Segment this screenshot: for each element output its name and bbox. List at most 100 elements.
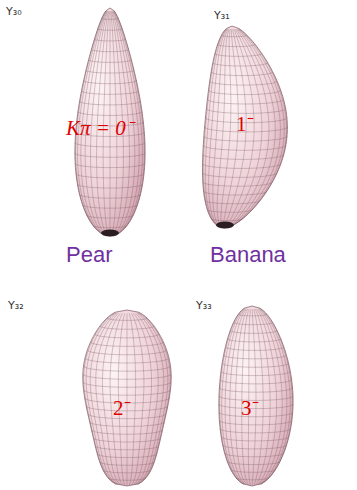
mesh-line <box>205 29 227 226</box>
mesh-line <box>131 313 144 485</box>
mesh-line <box>91 49 128 51</box>
mesh-line <box>220 380 292 384</box>
mesh-line <box>255 309 270 485</box>
mesh-line <box>232 29 286 226</box>
mesh-line <box>90 422 165 426</box>
y32-shape <box>83 310 171 486</box>
mesh-line <box>205 200 260 203</box>
mesh-line <box>204 191 267 195</box>
mesh-line <box>232 29 284 226</box>
mesh-line <box>91 342 164 346</box>
harmonic-label: Y₃₀ <box>6 6 22 17</box>
shape-surface <box>202 26 287 228</box>
k-pi-label: 2⁻ <box>113 398 131 419</box>
mesh-line <box>254 309 264 485</box>
mesh-line <box>203 155 284 160</box>
mesh-line <box>98 29 122 30</box>
mesh-line <box>259 309 287 485</box>
mesh-line <box>248 309 250 485</box>
mesh-line <box>236 478 269 480</box>
mesh-line <box>92 430 163 434</box>
y33-shape <box>219 306 293 486</box>
mesh-line <box>225 347 283 350</box>
mesh-line <box>102 18 118 20</box>
mesh-line <box>203 164 281 169</box>
shape-name: Pear <box>66 244 112 266</box>
mesh-line <box>89 60 132 63</box>
mesh-line <box>207 210 252 213</box>
pole-mark <box>216 222 234 229</box>
banana-shape <box>202 26 287 229</box>
mesh-line <box>86 70 134 73</box>
mesh-line <box>83 374 171 379</box>
k-pi-label: Kπ = 0⁻ <box>66 118 133 139</box>
mesh-line <box>94 39 125 41</box>
mesh-line <box>87 215 133 218</box>
mesh-line <box>211 72 273 76</box>
mesh-line <box>138 312 170 484</box>
mesh-line <box>257 309 277 485</box>
harmonic-label: Y₃₃ <box>196 300 212 311</box>
mesh-line <box>210 81 277 85</box>
mesh-line <box>78 112 142 116</box>
mesh-line <box>230 331 277 334</box>
mesh-line <box>235 309 247 485</box>
mesh-line <box>100 326 154 329</box>
shape-surface <box>219 306 293 486</box>
mesh-line <box>223 445 287 449</box>
mesh-line <box>83 205 138 208</box>
mesh-line <box>217 29 229 226</box>
mesh-line <box>77 184 142 188</box>
mesh-line <box>95 446 159 450</box>
mesh-line <box>103 470 151 473</box>
mesh-line <box>238 314 267 316</box>
mesh-line <box>84 390 171 395</box>
mesh-line <box>224 355 287 359</box>
mesh-line <box>228 339 281 342</box>
mesh-line <box>259 309 290 485</box>
mesh-line <box>137 313 164 485</box>
mesh-line <box>221 35 246 37</box>
mesh-line <box>133 313 151 485</box>
harmonic-label: Y₃₁ <box>214 10 230 21</box>
mesh-line <box>86 313 116 485</box>
mesh-line <box>213 63 268 66</box>
mesh-line <box>215 54 262 57</box>
mesh-line <box>219 388 292 392</box>
mesh-line <box>234 322 273 324</box>
mesh-line <box>220 429 290 433</box>
mesh-line <box>203 145 286 150</box>
mesh-line <box>221 371 290 375</box>
mesh-line <box>227 461 280 464</box>
harmonic-label: Y₃₂ <box>8 300 24 311</box>
mesh-line <box>206 109 285 114</box>
mesh-line <box>108 478 146 480</box>
mesh-line <box>85 358 169 363</box>
mesh-line <box>211 219 242 221</box>
mesh-line <box>207 99 283 104</box>
mesh-line <box>97 454 156 458</box>
mesh-line <box>260 308 292 484</box>
mesh-line <box>80 101 141 105</box>
mesh-line <box>84 366 171 371</box>
mesh-line <box>100 462 155 465</box>
mesh-line <box>81 91 138 94</box>
mesh-line <box>75 163 145 167</box>
mesh-line <box>218 44 256 46</box>
mesh-line <box>76 174 144 178</box>
mesh-line <box>226 29 254 226</box>
mesh-line <box>80 195 141 199</box>
mesh-line <box>231 470 276 473</box>
mesh-line <box>203 173 278 177</box>
mesh-line <box>213 29 228 226</box>
shape-surface <box>83 310 171 486</box>
mesh-line <box>138 313 168 485</box>
mesh-line <box>221 437 289 441</box>
k-pi-label: 1⁻ <box>236 114 254 135</box>
mesh-line <box>222 363 288 367</box>
mesh-line <box>231 29 280 226</box>
mesh-line <box>204 136 287 141</box>
mesh-line <box>83 382 171 387</box>
mesh-line <box>209 29 228 226</box>
